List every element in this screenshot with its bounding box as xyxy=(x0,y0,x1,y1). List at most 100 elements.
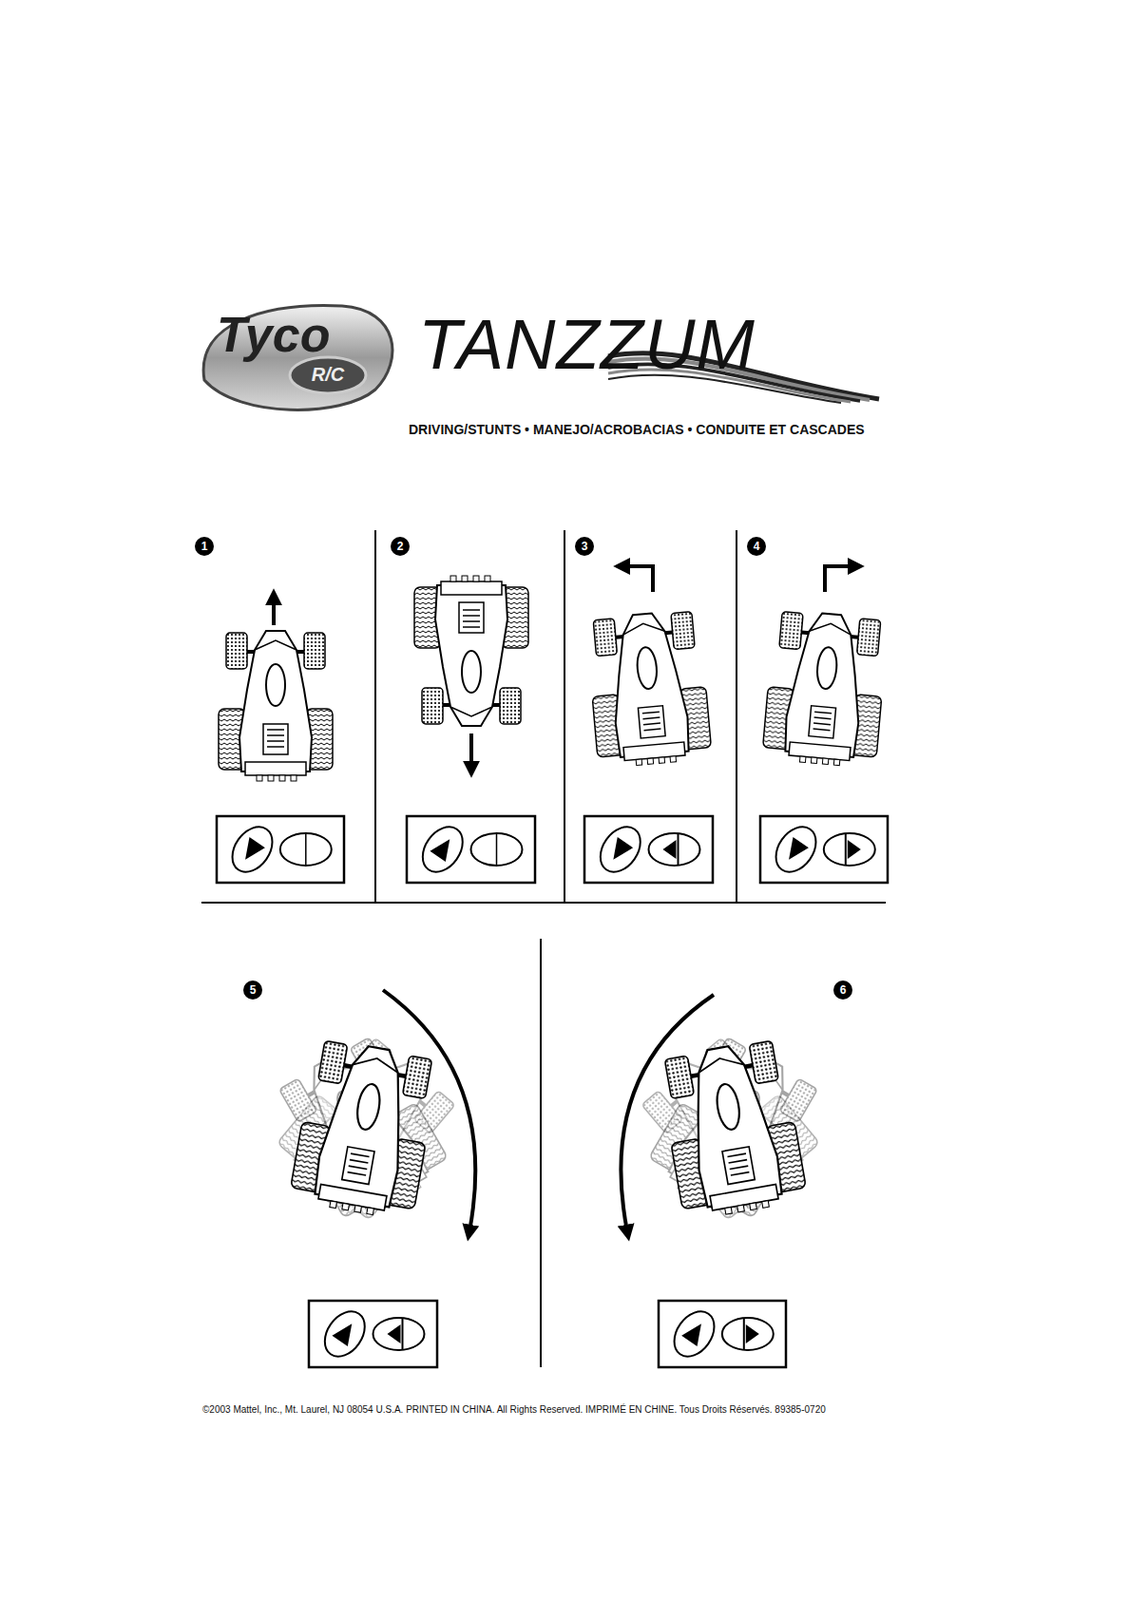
line-shape xyxy=(347,1172,366,1176)
g-shape xyxy=(373,1318,425,1351)
rect-shape xyxy=(799,756,806,764)
g-shape xyxy=(767,819,824,880)
path-shape xyxy=(681,1319,709,1347)
rect-shape xyxy=(366,1207,375,1216)
rect-shape xyxy=(267,775,274,782)
ellipse-shape xyxy=(354,1082,383,1131)
ellipse-shape xyxy=(767,819,824,880)
buggy-figure xyxy=(287,1037,441,1223)
line-shape xyxy=(814,711,832,714)
line-shape xyxy=(349,1160,368,1164)
line-shape xyxy=(462,609,480,612)
panel-rule xyxy=(201,901,886,904)
motion-arrow xyxy=(271,598,276,626)
rect-shape xyxy=(461,575,468,582)
ellipse-shape xyxy=(471,833,523,866)
ellipse-shape xyxy=(373,1318,425,1351)
rect-shape xyxy=(329,1201,338,1209)
rect-shape xyxy=(290,775,297,782)
ellipse-shape xyxy=(266,664,286,707)
ellipse-shape xyxy=(289,357,366,394)
ellipse-shape xyxy=(635,646,659,690)
ellipse-shape xyxy=(649,833,701,866)
line-shape xyxy=(267,728,285,731)
rect-shape xyxy=(484,575,491,582)
path-shape xyxy=(203,306,393,411)
ellipse-shape xyxy=(815,646,839,690)
rect-shape xyxy=(833,759,841,766)
rect-shape xyxy=(822,758,829,766)
rect-shape xyxy=(226,632,248,670)
path-shape xyxy=(746,1324,760,1344)
g-shape xyxy=(414,819,471,880)
rect-shape xyxy=(450,575,457,582)
rect-shape xyxy=(318,1185,387,1211)
controller-icon xyxy=(658,1301,786,1368)
rect-shape xyxy=(647,758,654,766)
rect-shape xyxy=(658,1301,786,1368)
rect-shape xyxy=(342,1147,375,1186)
rect-shape xyxy=(499,688,521,725)
ellipse-shape xyxy=(823,833,876,866)
ellipse-shape xyxy=(461,650,481,693)
rect-shape xyxy=(308,1301,438,1368)
buggy-figure xyxy=(585,609,712,769)
product-wordmark: TANZZUM xyxy=(418,304,756,385)
rect-shape xyxy=(245,762,307,776)
rect-shape xyxy=(857,618,881,657)
heading: DRIVING/STUNTS • MANEJO/ACROBACIAS • CON… xyxy=(408,421,865,438)
g-shape xyxy=(316,1303,373,1364)
controller-icon xyxy=(584,816,713,883)
rect-shape xyxy=(342,1203,350,1211)
g-shape xyxy=(224,819,281,880)
callout-disc xyxy=(390,536,410,556)
rect-shape xyxy=(256,775,263,782)
line-shape xyxy=(462,614,480,617)
g-shape xyxy=(823,833,876,866)
buggy-figure xyxy=(218,631,333,782)
line-shape xyxy=(401,1319,404,1350)
rect-shape xyxy=(459,602,484,633)
path-shape xyxy=(678,1041,785,1208)
line-shape xyxy=(727,1153,746,1157)
controller-icon xyxy=(406,816,536,883)
brand-badge-text: R/C xyxy=(289,363,366,386)
panel-rule xyxy=(374,530,377,903)
line-shape xyxy=(642,717,660,720)
callout-number: 5 xyxy=(243,980,263,1000)
ellipse-shape xyxy=(666,1303,723,1364)
rect-shape xyxy=(788,742,851,762)
line-shape xyxy=(267,734,285,737)
path-shape xyxy=(605,837,633,865)
callout-disc xyxy=(574,536,594,556)
line-shape xyxy=(814,717,832,720)
callout-disc xyxy=(194,536,214,556)
ellipse-shape xyxy=(592,819,649,880)
buggy-figure xyxy=(633,1032,827,1230)
controller-icon xyxy=(308,1301,438,1368)
rect-shape xyxy=(421,688,443,725)
path-shape xyxy=(312,1041,419,1208)
rect-shape xyxy=(760,816,888,883)
rect-shape xyxy=(810,757,818,765)
line-shape xyxy=(743,1319,746,1350)
rect-shape xyxy=(402,1055,433,1099)
panel-rule xyxy=(563,530,566,903)
rect-shape xyxy=(279,775,286,782)
rect-shape xyxy=(263,724,288,755)
rect-shape xyxy=(779,612,804,651)
rect-shape xyxy=(635,759,643,766)
g-shape xyxy=(649,833,701,866)
rect-shape xyxy=(354,1205,363,1214)
line-shape xyxy=(462,620,480,623)
ellipse-shape xyxy=(713,1082,743,1131)
buggy-figure xyxy=(655,1037,808,1223)
motion-arrow xyxy=(623,566,653,593)
path-shape xyxy=(606,611,691,758)
path-shape xyxy=(352,1054,401,1073)
path-shape xyxy=(237,837,266,865)
rect-shape xyxy=(473,575,479,582)
callout-disc xyxy=(746,536,766,556)
